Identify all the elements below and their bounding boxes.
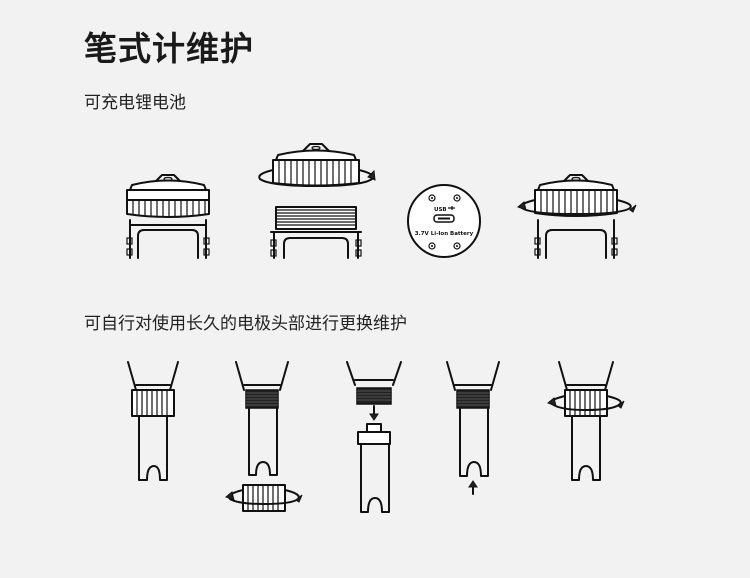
section-battery-heading: 可充电锂电池 xyxy=(84,93,186,113)
battery-spec-label: 3.7V Li-Ion Battery xyxy=(415,231,474,237)
pen-top-cap-tightened-illustration xyxy=(517,174,637,259)
electrode-head-separated-illustration xyxy=(346,361,402,513)
pen-top-closed-illustration xyxy=(126,174,210,259)
electrode-cap-removed-illustration xyxy=(225,361,303,512)
electrode-installed-illustration xyxy=(127,361,179,481)
battery-panel-illustration: USB 3.7V Li-Ion Battery xyxy=(407,184,481,258)
pen-top-cap-removed-illustration xyxy=(258,143,376,259)
electrode-steps-illustration xyxy=(127,361,625,513)
electrode-new-head-illustration xyxy=(446,361,500,495)
page-title: 笔式计维护 xyxy=(84,29,254,68)
usb-port-label: USB xyxy=(434,207,447,213)
section-electrode-heading: 可自行对使用长久的电极头部进行更换维护 xyxy=(84,314,407,334)
battery-steps-illustration: USB 3.7V Li-Ion Battery xyxy=(126,143,637,259)
electrode-cap-tightened-illustration xyxy=(547,361,625,481)
